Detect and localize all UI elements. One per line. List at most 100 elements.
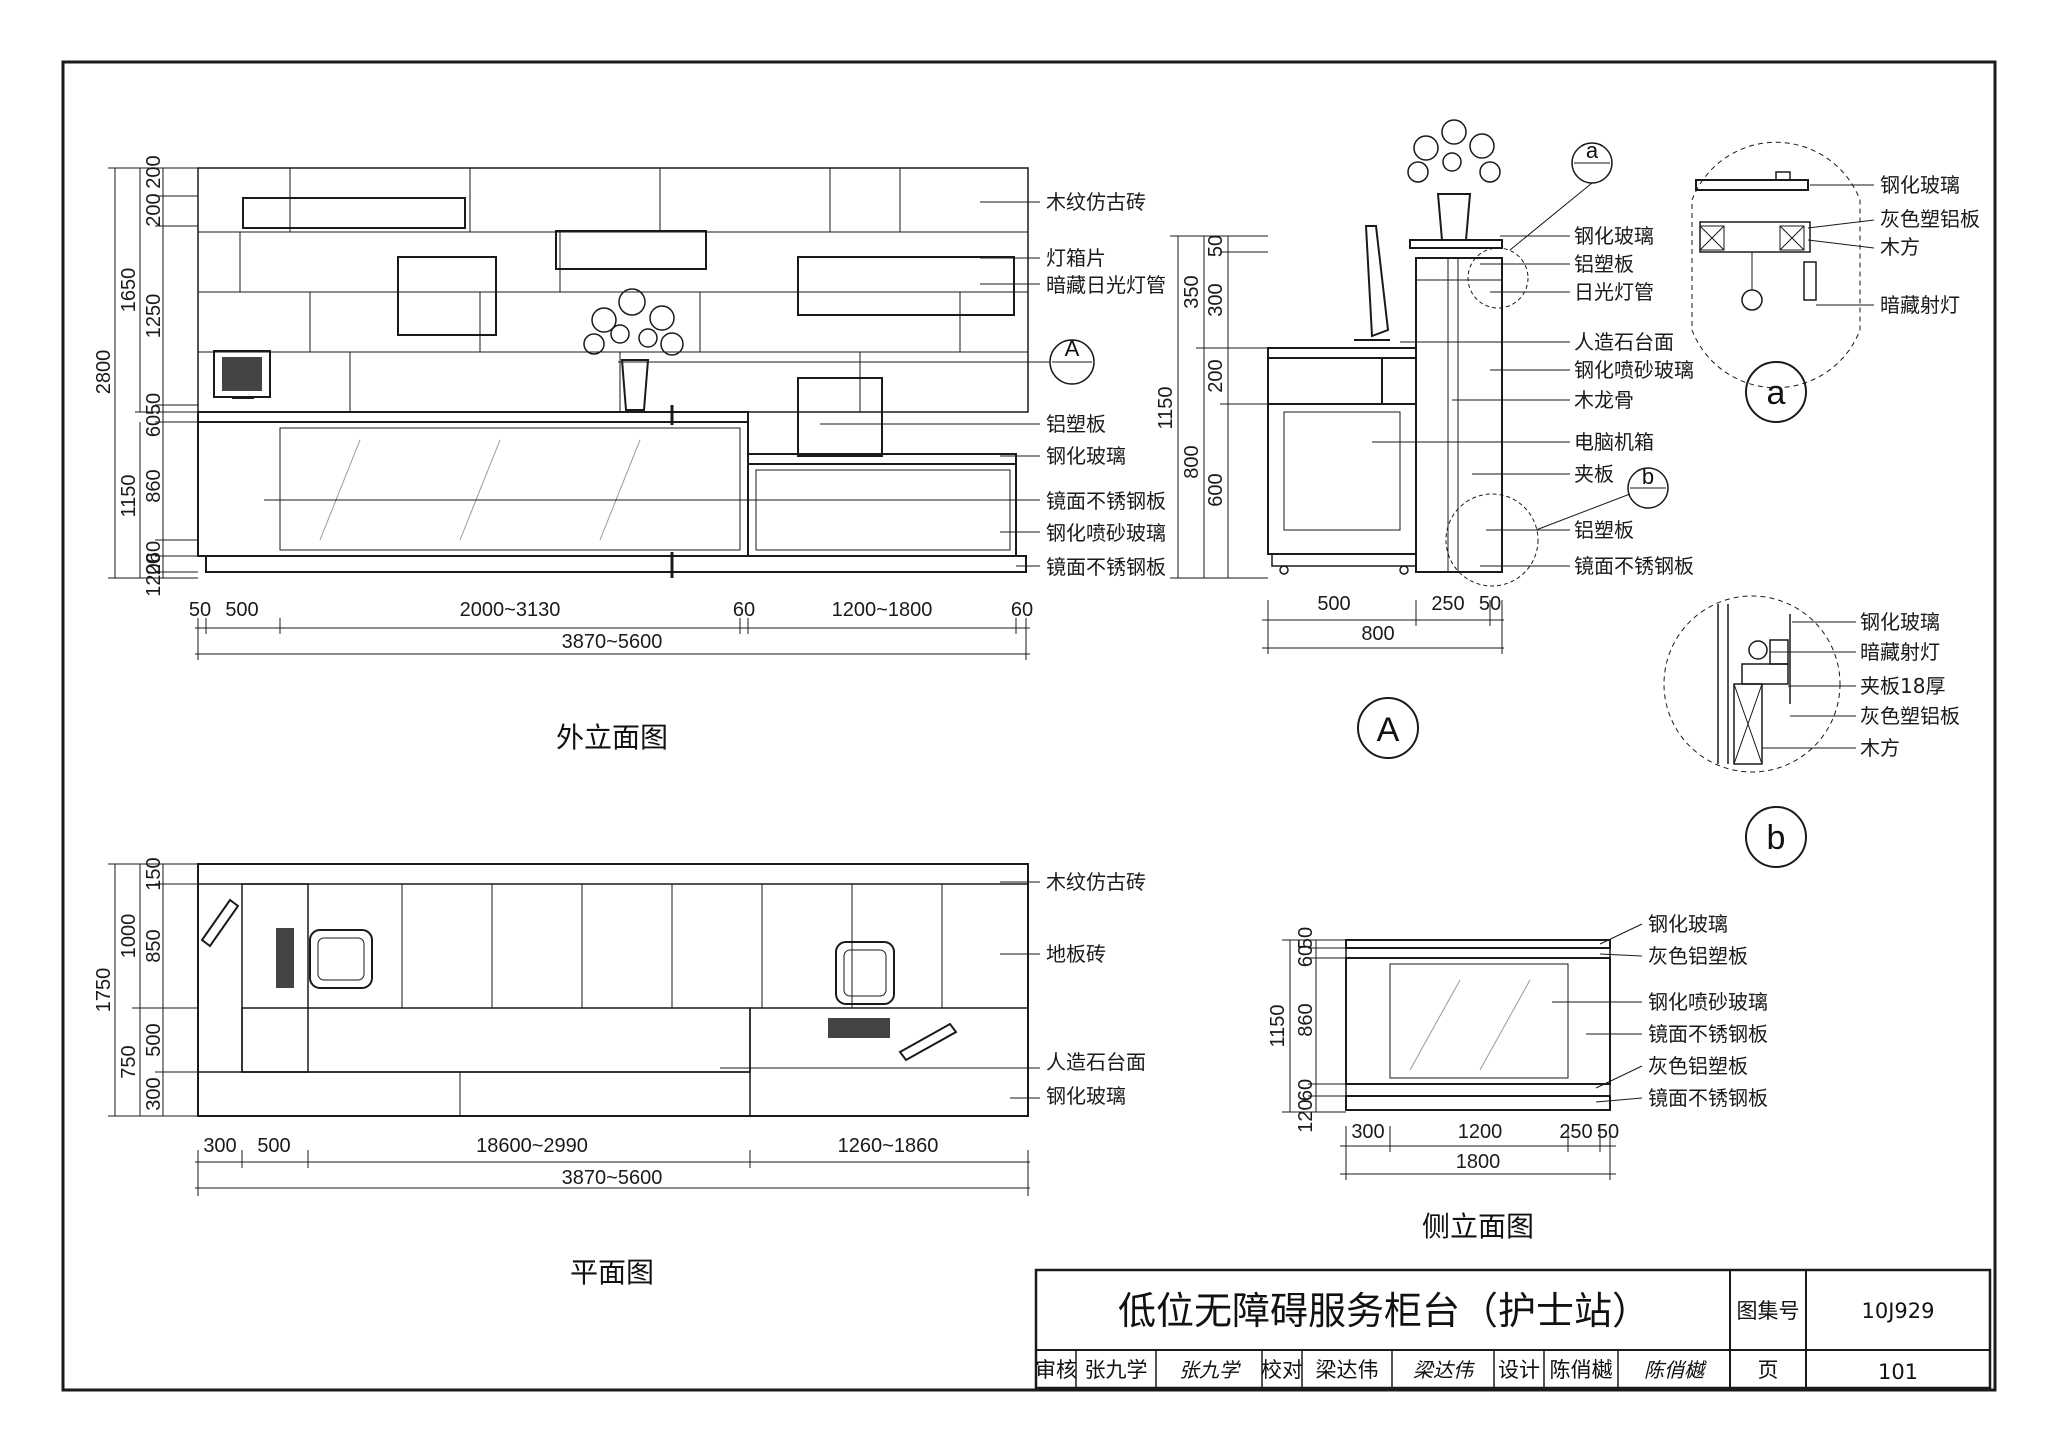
title-block: 低位无障碍服务柜台（护士站） 图集号 10J929 审核 张九学 张九学 校对 … [1034, 1268, 1992, 1390]
design-label: 设计 [1498, 1358, 1540, 1382]
leaders [720, 881, 1040, 1099]
dim-text: 800 [1181, 445, 1203, 478]
label: 灯箱片 [1046, 246, 1106, 270]
dim-text: 200 [1205, 359, 1227, 392]
aluminium-band [1345, 1083, 1611, 1097]
view-title-A: A [1377, 711, 1400, 749]
width-dimension-lines [195, 618, 1030, 660]
view-title-a: a [1767, 374, 1786, 412]
label: 地板砖 [1046, 942, 1106, 966]
label: 暗藏射灯 [1860, 640, 1940, 664]
plan-outline [197, 863, 1029, 1117]
label: 钢化喷砂玻璃 [1046, 521, 1166, 545]
chair-icon [835, 941, 895, 1005]
dim-text: 60 [1295, 945, 1317, 967]
light-box [797, 256, 1015, 316]
label: 木纹仿古砖 [1046, 190, 1146, 214]
dim-text: 1000 [118, 914, 140, 959]
keyboard-icon [828, 1018, 890, 1038]
detail-callout-a [1467, 247, 1529, 309]
dim-text: 50 [1295, 927, 1317, 949]
dim-text: 300 [1205, 283, 1227, 316]
flower-vase-icon [583, 288, 684, 411]
counter-return [241, 883, 309, 1073]
counter-low [747, 463, 1017, 557]
dim-text: 1250 [143, 294, 165, 339]
front-elevation: A 木纹仿古砖 灯箱片 暗藏日光灯管 铝塑板 钢化玻璃 镜面不锈钢板 钢化喷砂玻… [93, 155, 1166, 754]
label: 钢化玻璃 [1648, 912, 1728, 936]
keyboard-icon [276, 928, 294, 988]
dim-text: 2000~3130 [460, 599, 561, 621]
view-marker-a [1745, 361, 1807, 423]
label: 人造石台面 [1046, 1050, 1146, 1074]
dim-text: 60 [143, 415, 165, 437]
view-marker-b [1745, 806, 1807, 868]
label: 钢化玻璃 [1046, 1084, 1126, 1108]
section-A: a b 钢化玻璃 铝塑板 日光灯管 人造石台面 钢化喷砂玻璃 木龙骨 电脑机箱 … [1155, 119, 1694, 759]
label: 镜面不锈钢板 [1046, 555, 1166, 579]
width-dimension-lines [1262, 600, 1504, 654]
dim-text: 1200~1800 [832, 599, 933, 621]
glass-hatch [319, 439, 641, 541]
width-dimension-lines [195, 1150, 1030, 1196]
dim-text: 1150 [1155, 386, 1177, 429]
label: 铝塑板 [1574, 518, 1634, 542]
label: 日光灯管 [1574, 280, 1654, 304]
dim-text: 50 [1205, 235, 1227, 257]
label: 灰色塑铝板 [1880, 207, 1980, 231]
spotlight-icon [1748, 640, 1768, 660]
label: 钢化玻璃 [1860, 610, 1940, 634]
view-title-side-elevation: 侧立面图 [1422, 1210, 1534, 1243]
dim-text: 500 [225, 599, 258, 621]
label: 镜面不锈钢板 [1574, 554, 1694, 578]
label: 暗藏射灯 [1880, 293, 1960, 317]
dim-text: 250 [1559, 1121, 1592, 1143]
dim-text: 120 [143, 563, 165, 596]
height-dimension-lines [1170, 235, 1268, 579]
label: 暗藏日光灯管 [1046, 273, 1166, 297]
pc-cabinet [1267, 403, 1417, 555]
dim-text: 1800 [1456, 1151, 1501, 1173]
height-dimension-lines [108, 167, 198, 579]
base-stainless [1345, 1095, 1611, 1111]
light-box [797, 377, 883, 457]
dim-text: 50 [1479, 593, 1501, 615]
label: 镜面不锈钢板 [1046, 489, 1166, 513]
label: 木方 [1880, 235, 1920, 259]
label: 电脑机箱 [1574, 430, 1654, 454]
dim-text: 850 [143, 929, 165, 962]
dim-text: 300 [203, 1135, 236, 1157]
leaders [1372, 235, 1570, 567]
desk-top [1267, 347, 1417, 359]
dim-text: 1750 [93, 968, 115, 1013]
glass-layer [1695, 179, 1809, 191]
label: 灰色铝塑板 [1648, 944, 1748, 968]
dim-text: 500 [1317, 593, 1350, 615]
label: 铝塑板 [1046, 412, 1106, 436]
dim-text: 300 [143, 1077, 165, 1110]
dim-text: 500 [143, 1023, 165, 1056]
light-box [555, 230, 707, 270]
low-counter [749, 1007, 1029, 1117]
dim-text: 200 [143, 193, 165, 226]
label: 铝塑板 [1574, 252, 1634, 276]
height-dimension-lines [108, 863, 198, 1117]
label: 灰色铝塑板 [1648, 1054, 1748, 1078]
dim-text: 3870~5600 [562, 631, 663, 653]
reviewer-signature: 张九学 [1179, 1358, 1241, 1382]
label: 镜面不锈钢板 [1648, 1022, 1768, 1046]
keyboard-drawer [1267, 357, 1383, 405]
dim-text: 3870~5600 [562, 1167, 663, 1189]
view-title-front-elevation: 外立面图 [556, 721, 668, 754]
wall-tile-strip [197, 863, 1029, 885]
label: 木方 [1860, 736, 1900, 760]
review-label: 审核 [1035, 1358, 1077, 1382]
label: 木纹仿古砖 [1046, 870, 1146, 894]
dim-text: 750 [118, 1045, 140, 1078]
detail-marker-b [1627, 467, 1669, 509]
dim-text: 250 [1431, 593, 1464, 615]
checker-name: 梁达伟 [1316, 1358, 1379, 1382]
side-elevation: 钢化玻璃 灰色铝塑板 钢化喷砂玻璃 镜面不锈钢板 灰色铝塑板 镜面不锈钢板 11… [1267, 912, 1768, 1243]
monitor-plan-icon [200, 898, 240, 948]
monitor-side-icon [1364, 225, 1390, 338]
